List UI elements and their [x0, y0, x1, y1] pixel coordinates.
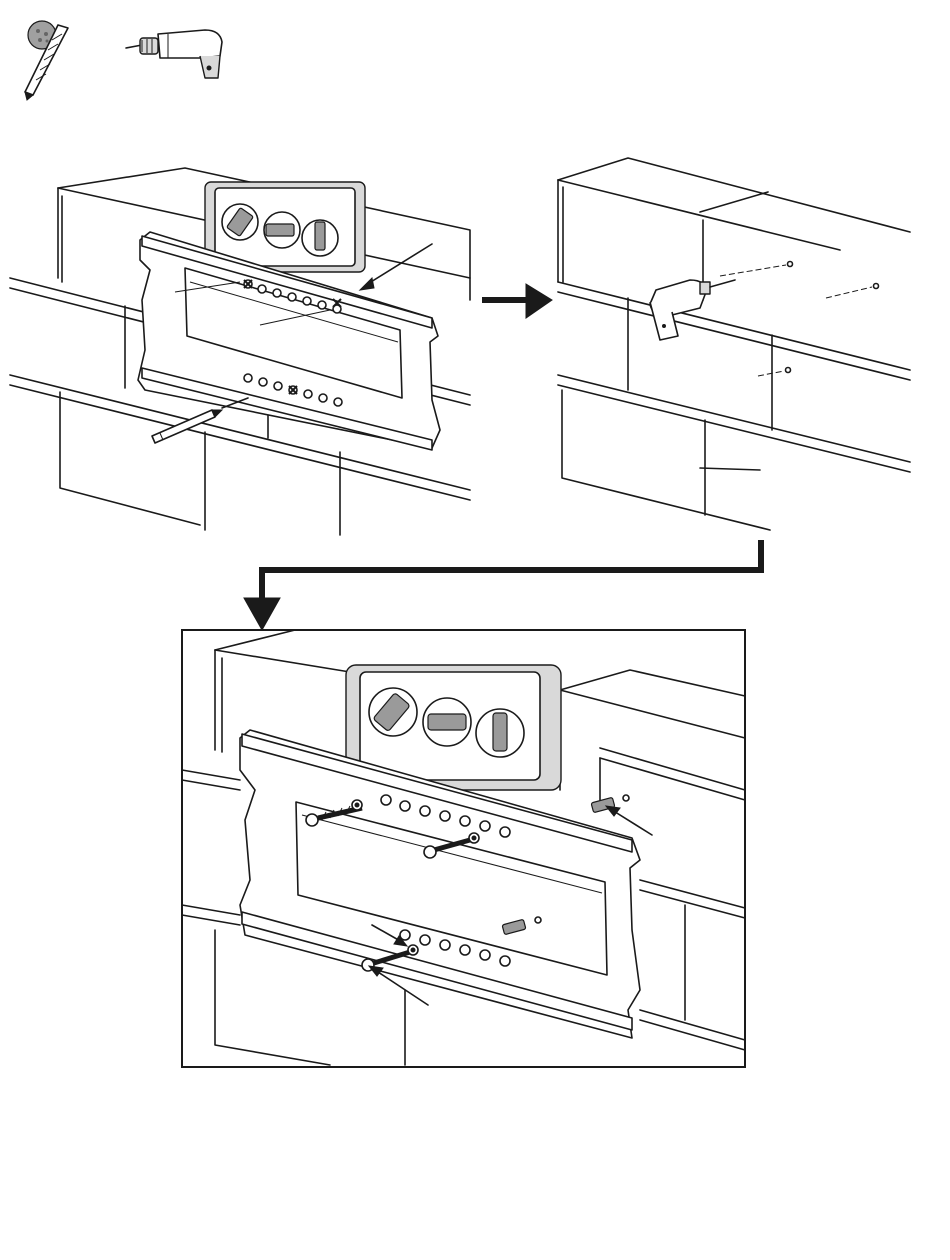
- drilled-holes: [786, 262, 879, 373]
- pencil-icon: [152, 410, 222, 443]
- masonry-drill-bit-icon: [25, 21, 68, 100]
- step-drill-holes: [558, 158, 910, 530]
- flow-arrow-1-to-2: [482, 284, 552, 318]
- drill-in-use-icon: [650, 280, 735, 340]
- anchor-callout-arrow: [606, 806, 652, 835]
- flow-arrow-2-to-3: [244, 540, 761, 630]
- power-drill-icon: [126, 30, 222, 78]
- step-mark-holes: [10, 168, 470, 535]
- step-fasten-plate: [182, 630, 745, 1065]
